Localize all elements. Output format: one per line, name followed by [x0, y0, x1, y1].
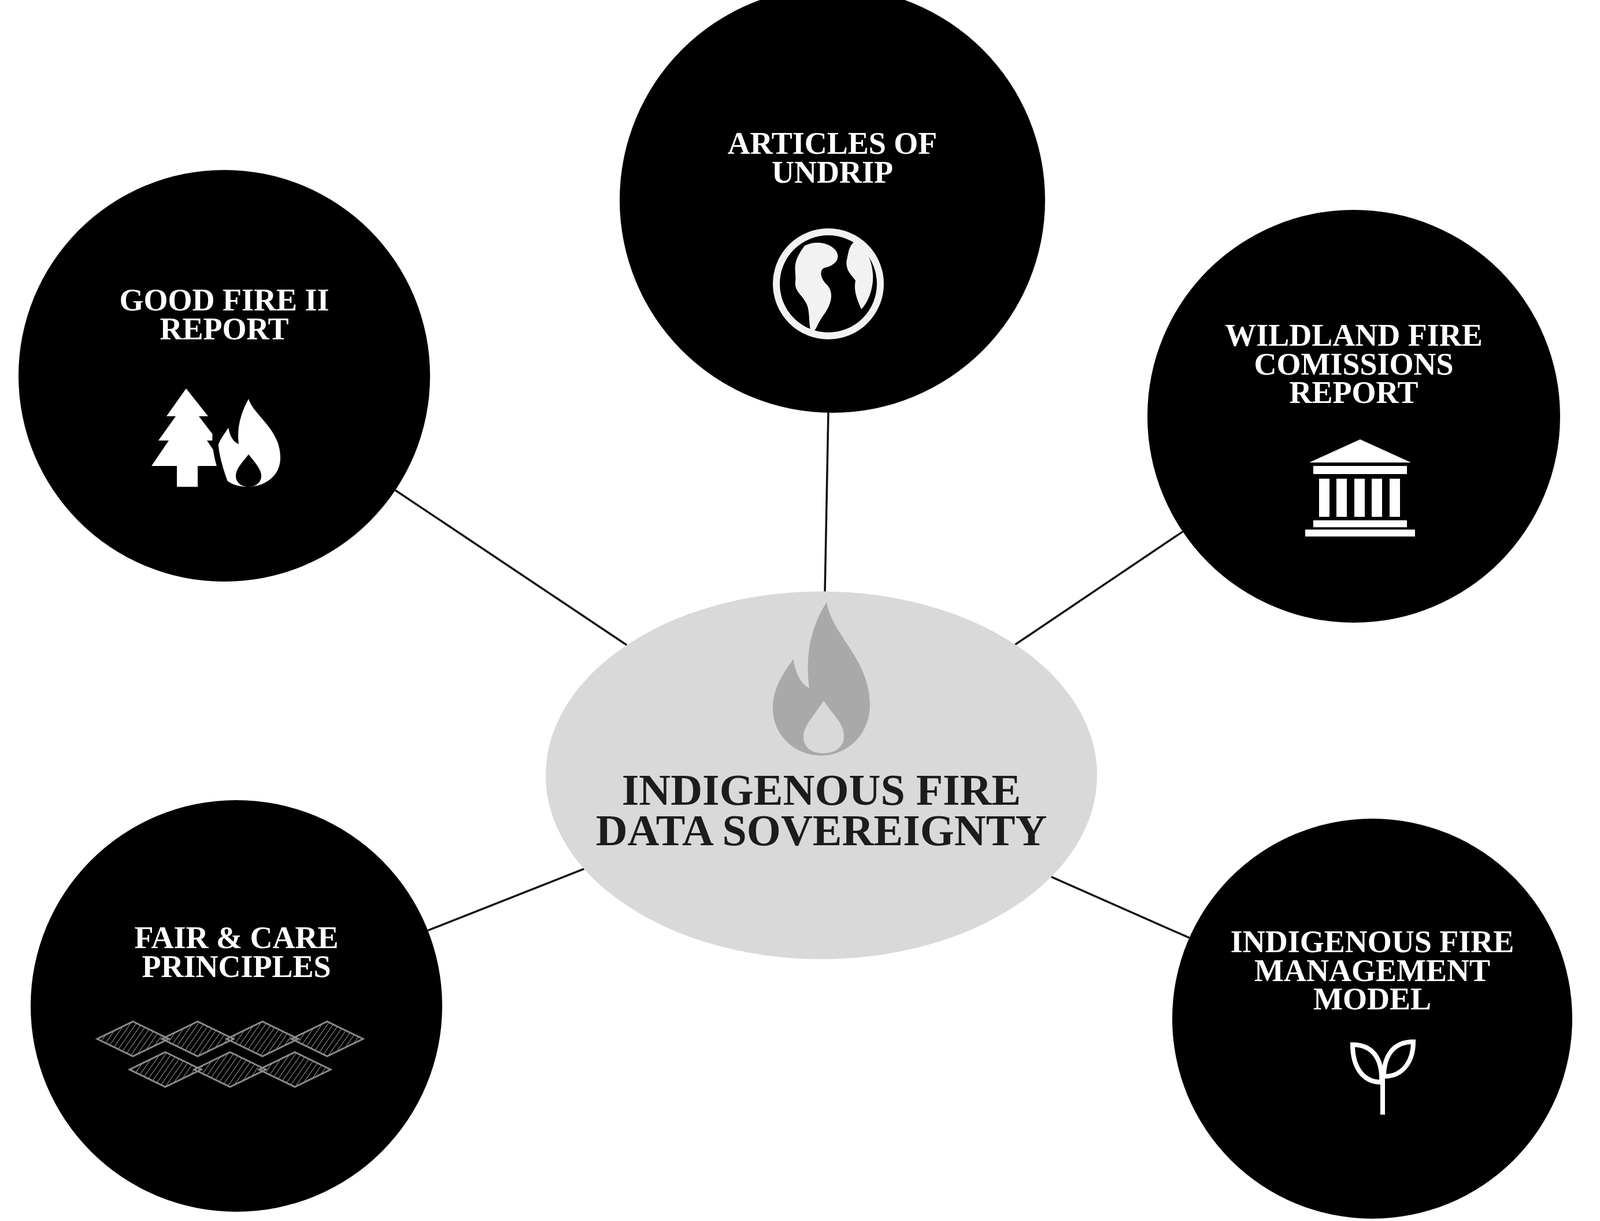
topic-circle-shape — [30, 800, 443, 1212]
topic-label: ARTICLES OF UNDRIP — [696, 129, 969, 187]
topic-circle-fill — [619, 0, 1046, 413]
flame-icon — [772, 602, 870, 756]
topic-circle-shape — [18, 169, 431, 582]
topic-circle: ARTICLES OF UNDRIP — [619, 0, 1046, 413]
hub-title: INDIGENOUS FIRE DATA SOVEREIGNTY — [572, 769, 1070, 851]
connector-line — [1015, 531, 1183, 645]
globe-icon — [776, 231, 881, 336]
topic-label: FAIR & CARE PRINCIPLES — [97, 923, 376, 981]
connector-line — [395, 490, 627, 646]
diamond-mark — [129, 1052, 202, 1087]
connector-line — [1051, 876, 1190, 939]
topic-circle-fill — [1147, 209, 1561, 623]
diamond-mark — [194, 1052, 266, 1087]
text-wrap: FAIR & CARE PRINCIPLES — [30, 923, 443, 981]
topic-circle-shape — [619, 0, 1046, 413]
diamond-mark — [97, 1021, 169, 1057]
connector-line — [427, 868, 584, 931]
topic-circle-shape — [1147, 209, 1561, 623]
pattern-icon — [97, 1021, 364, 1087]
tree-fire-icon — [151, 388, 281, 487]
hub-ellipse-fill — [545, 591, 1098, 959]
diamond-mark — [258, 1052, 331, 1087]
text-wrap: GOOD FIRE II REPORT — [18, 286, 431, 344]
topic-circle-fill — [18, 169, 431, 582]
connector-line — [824, 412, 829, 592]
topic-circle-fill — [30, 800, 443, 1212]
sprout-icon — [1352, 1041, 1414, 1115]
topic-circle: FAIR & CARE PRINCIPLES — [30, 800, 443, 1212]
text-wrap: INDIGENOUS FIRE MANAGEMENT MODEL — [1172, 927, 1573, 1014]
diamond-mark — [226, 1021, 299, 1057]
topic-circle-shape — [1172, 818, 1573, 1219]
hub-ellipse: INDIGENOUS FIRE DATA SOVEREIGNTY — [545, 591, 1098, 959]
topic-circle: GOOD FIRE II REPORT — [18, 169, 431, 582]
text-wrap: WILDLAND FIRE COMISSIONS REPORT — [1147, 321, 1561, 408]
topic-label: GOOD FIRE II REPORT — [88, 286, 361, 344]
topic-circle: INDIGENOUS FIRE MANAGEMENT MODEL — [1172, 818, 1573, 1219]
diamond-mark — [161, 1021, 234, 1057]
diamond-mark — [291, 1021, 364, 1057]
building-icon — [1305, 439, 1416, 537]
text-wrap: INDIGENOUS FIRE DATA SOVEREIGNTY — [545, 769, 1098, 851]
topic-circle-fill — [1172, 818, 1573, 1219]
text-wrap: ARTICLES OF UNDRIP — [619, 129, 1046, 187]
topic-circle: WILDLAND FIRE COMISSIONS REPORT — [1147, 209, 1561, 623]
topic-label: WILDLAND FIRE COMISSIONS REPORT — [1197, 321, 1510, 408]
topic-label: INDIGENOUS FIRE MANAGEMENT MODEL — [1210, 927, 1535, 1014]
